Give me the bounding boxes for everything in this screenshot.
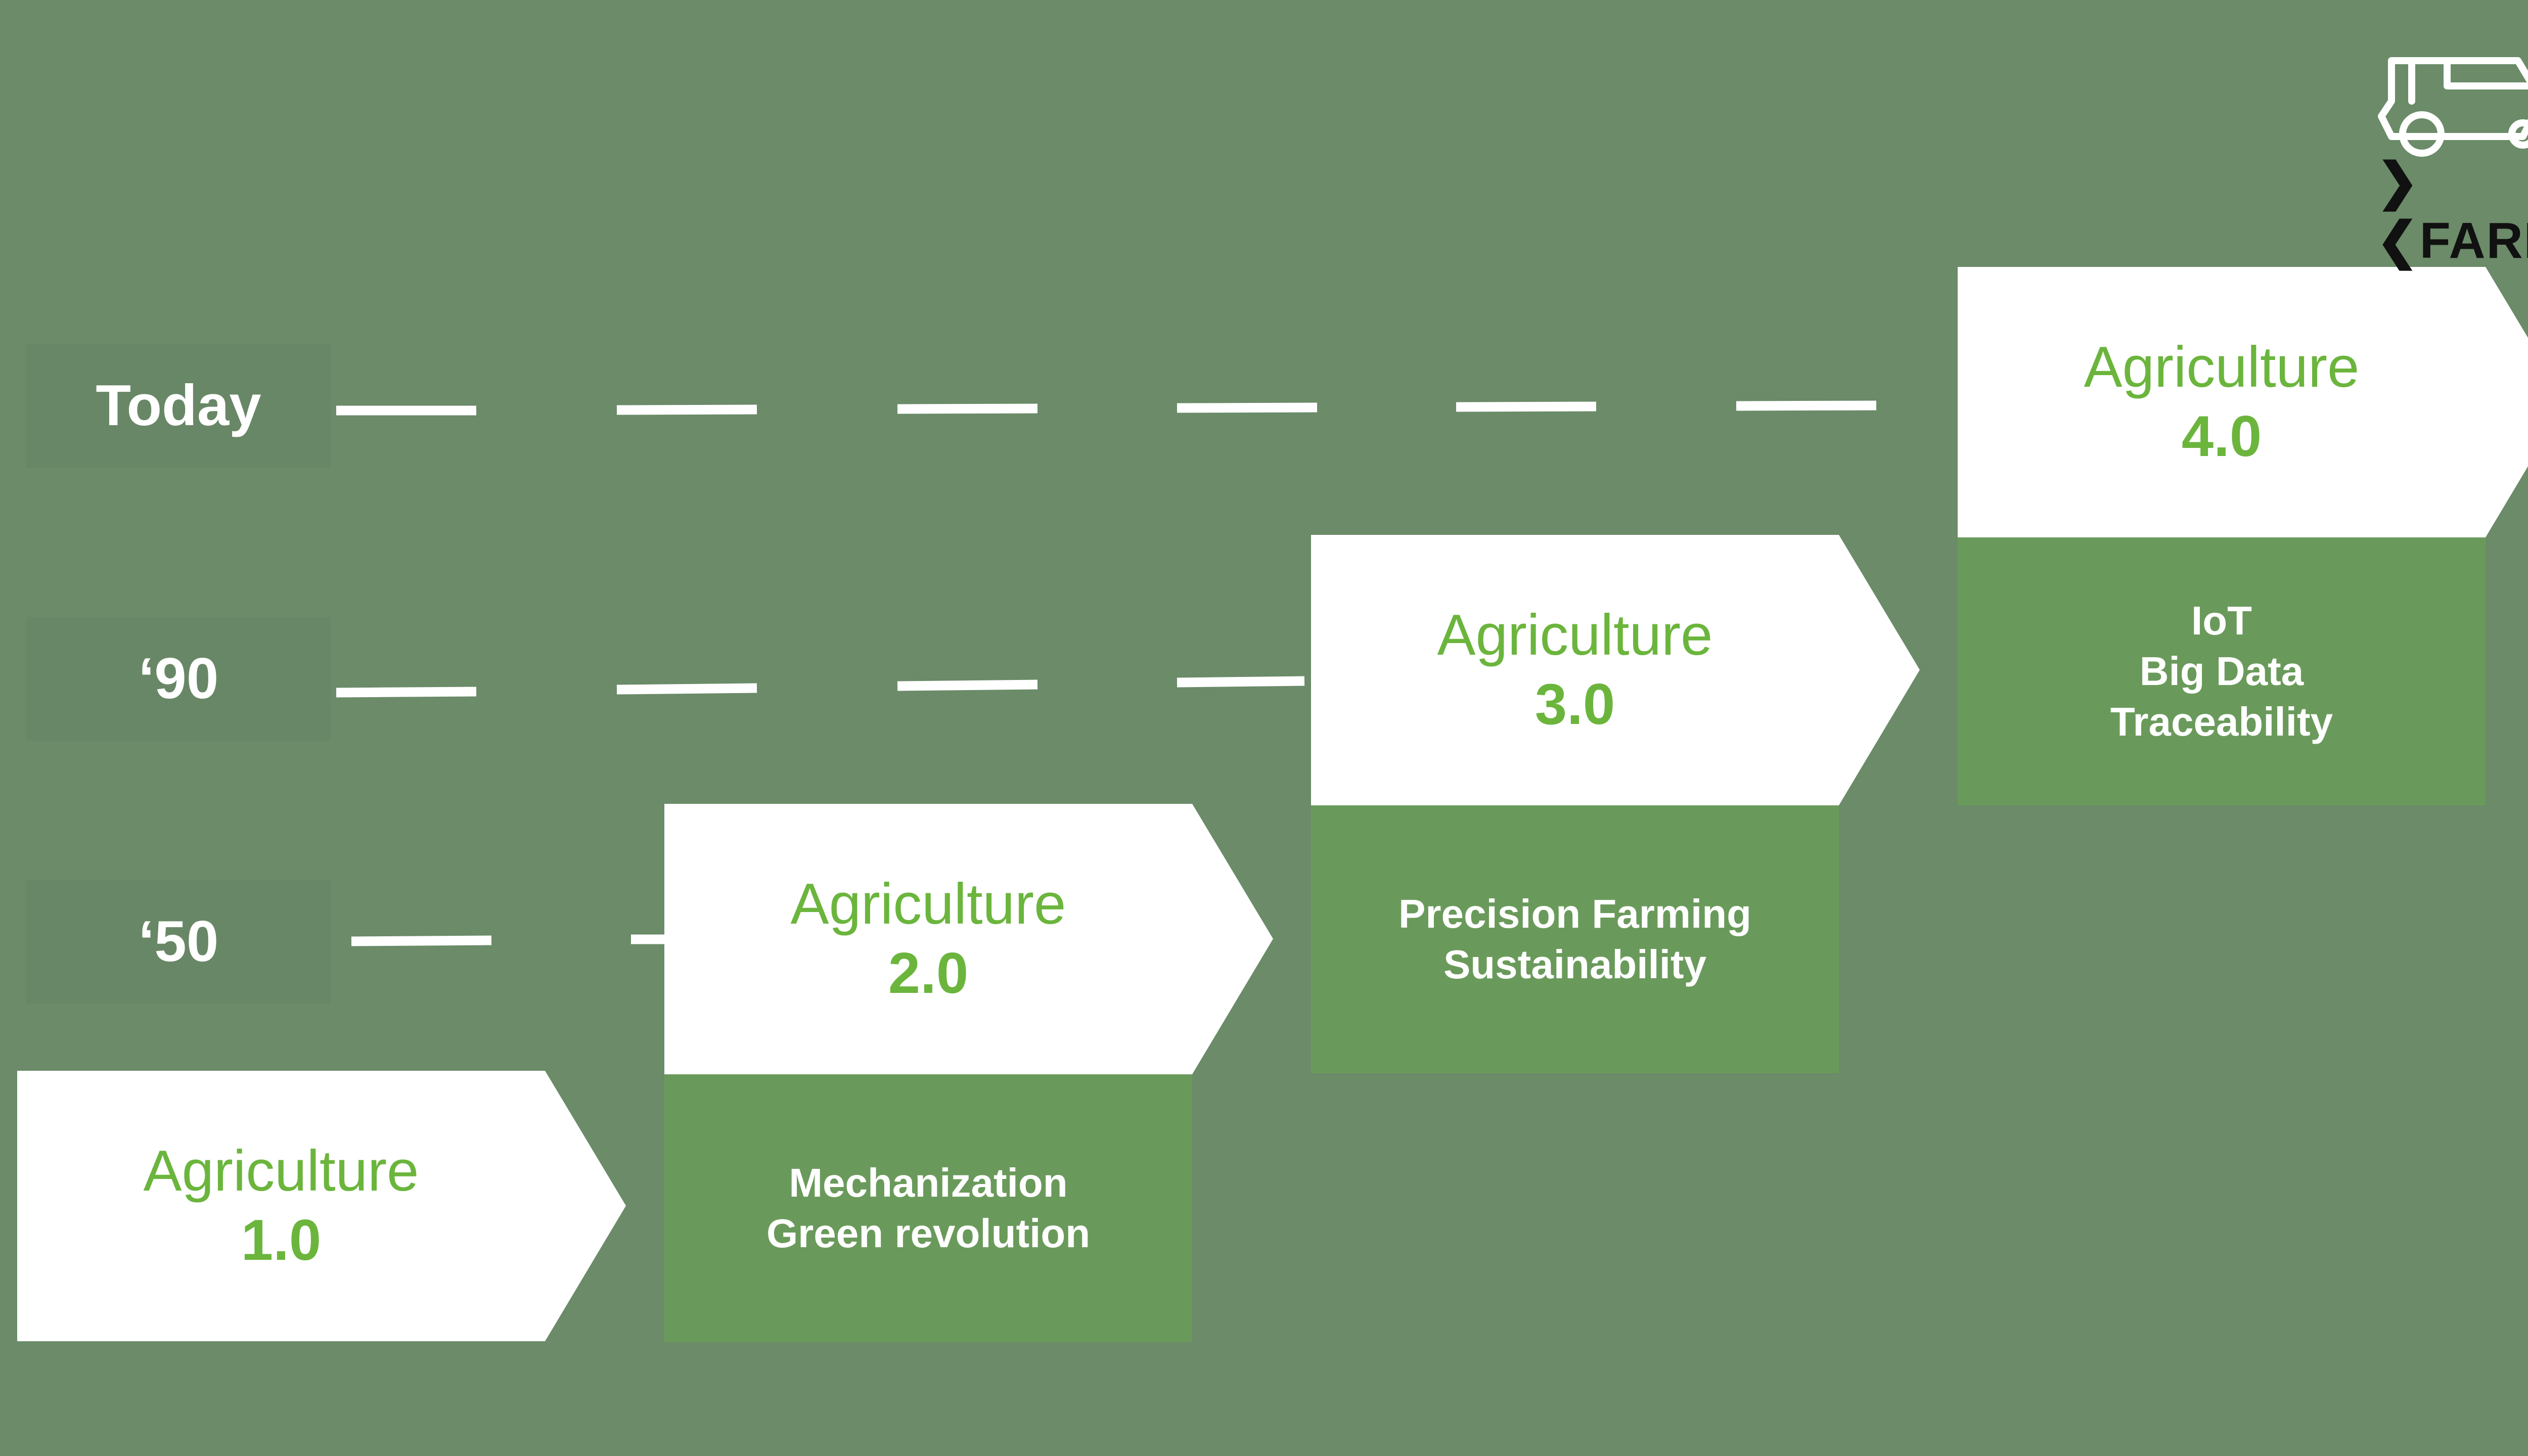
era-label-50: ‘50 xyxy=(26,880,331,1004)
stage-title: Agriculture xyxy=(790,872,1066,936)
era-label-today: Today xyxy=(26,344,331,468)
stage-version: 1.0 xyxy=(241,1208,322,1272)
stage-arrow-3: Agriculture 3.0 xyxy=(1311,535,1920,805)
feature-item: Big Data xyxy=(2139,649,2304,694)
stage-version: 2.0 xyxy=(888,941,969,1006)
arrow-label: Agriculture 1.0 xyxy=(17,1071,545,1341)
era-label-text: ‘90 xyxy=(138,647,219,711)
dashed-line-today xyxy=(336,400,1877,416)
stage-title: Agriculture xyxy=(2084,335,2360,399)
feature-item: Traceability xyxy=(2110,699,2333,744)
dashed-line-50 xyxy=(351,934,665,946)
arrow-label: Agriculture 2.0 xyxy=(664,804,1192,1074)
era-label-text: ‘50 xyxy=(138,909,219,974)
stage-arrow-2: Agriculture 2.0 xyxy=(664,804,1273,1074)
arrow-shape xyxy=(1958,267,2528,537)
stage-arrow-4: Agriculture 4.0 xyxy=(1958,267,2528,537)
tractor-icon xyxy=(2378,57,2528,157)
logo-chevrons: ❯❮ xyxy=(2376,153,2420,269)
feature-item: Green revolution xyxy=(766,1211,1091,1256)
stage-description-2: Mechanization Green revolution xyxy=(664,1074,1192,1342)
stage-arrow-1: Agriculture 1.0 xyxy=(17,1071,626,1341)
arrow-shape xyxy=(17,1071,626,1341)
stage-version: 4.0 xyxy=(2181,404,2262,469)
era-label-text: Today xyxy=(96,374,261,438)
logo-wordmark: ❯❮FARM xyxy=(2376,152,2528,270)
stage-description-4: IoT Big Data Traceability xyxy=(1958,537,2486,805)
arrow-label: Agriculture 4.0 xyxy=(1958,267,2486,537)
dashed-line-90 xyxy=(336,676,1305,698)
feature-item: IoT xyxy=(2191,598,2252,643)
arrow-shape xyxy=(664,804,1273,1074)
stage-title: Agriculture xyxy=(143,1139,419,1203)
feature-item: Mechanization xyxy=(789,1160,1068,1205)
stage-title: Agriculture xyxy=(1437,603,1713,667)
stage-description-3: Precision Farming Sustainability xyxy=(1311,805,1839,1073)
feature-item: Sustainability xyxy=(1443,942,1707,987)
logo-wordmark-text: FARM xyxy=(2419,212,2528,269)
stage-version: 3.0 xyxy=(1534,672,1615,737)
arrow-shape xyxy=(1311,535,1920,805)
feature-item: Precision Farming xyxy=(1398,891,1751,936)
arrow-label: Agriculture 3.0 xyxy=(1311,535,1839,805)
era-label-90: ‘90 xyxy=(26,617,331,741)
